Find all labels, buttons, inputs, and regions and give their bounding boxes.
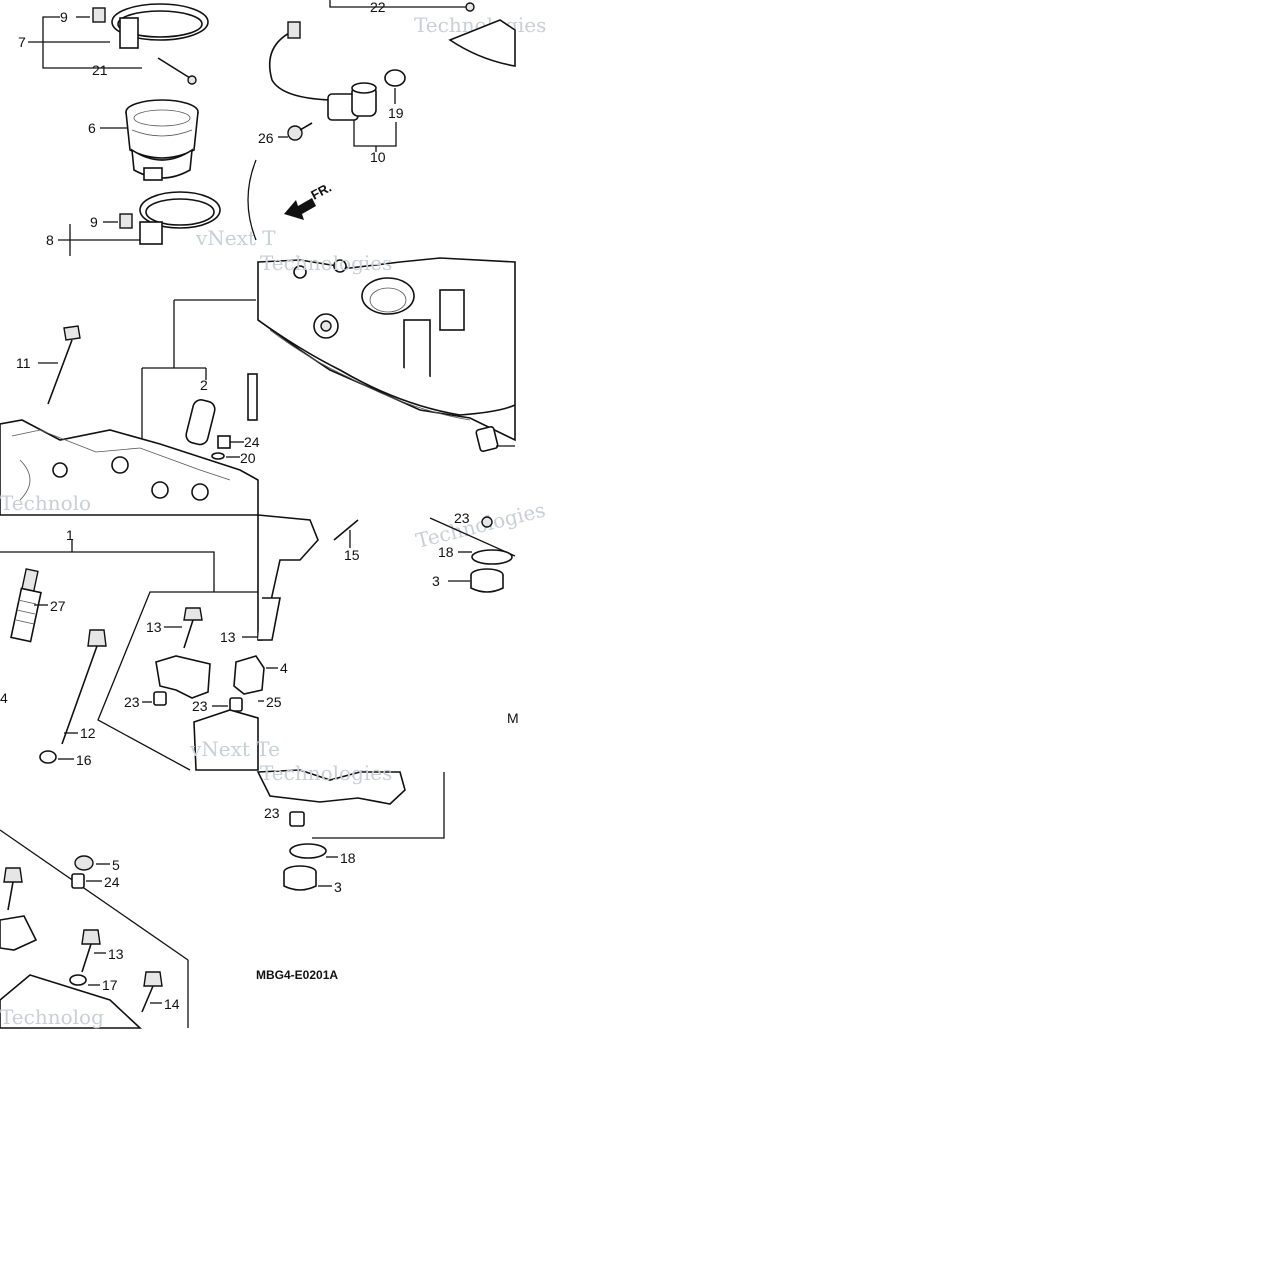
callout-4-right: 4 [280, 660, 288, 676]
intake-boot-part-6 [125, 99, 199, 181]
cam-holder-base-fragment [256, 769, 406, 805]
callout-8: 8 [46, 232, 54, 248]
cam-holder-part-4-right [233, 655, 265, 695]
watermark-vnext: vNext T [195, 226, 276, 250]
collar-part-3-bottom [283, 865, 317, 891]
bolt-part-26 [287, 125, 303, 141]
dowel-part-23-left [153, 691, 167, 706]
callout-22: 22 [370, 0, 386, 15]
dowel-part-24 [217, 435, 231, 449]
dowel-part-23-middle [229, 697, 243, 712]
callout-10: 10 [370, 149, 386, 165]
nut-part-9-lower [119, 213, 133, 229]
callout-27: 27 [50, 598, 66, 614]
bolt-part-13-lower [81, 929, 101, 973]
spark-plug-cap-part-2 [185, 399, 216, 446]
callout-7: 7 [18, 34, 26, 50]
tile-head-underside: Technologies [257, 251, 516, 453]
cylinder-head-casting [0, 419, 259, 516]
intake-port [361, 277, 415, 315]
drawing-code: MBG4-E0201A [256, 968, 338, 982]
callout-18-right: 18 [438, 544, 454, 560]
tile-bottom-collars: 23 18 3 MBG4-E0201A Technologies [256, 761, 445, 982]
tile-intake-boot: 9 7 21 6 9 8 vNext T [18, 3, 276, 256]
camshaft-cover-fragment [0, 974, 143, 1029]
front-direction-arrow: FR. [284, 180, 334, 220]
tile-sensor: 22 Technologies 19 26 10 FR. [247, 0, 546, 241]
watermark-tile-collars: Technologies [413, 498, 547, 553]
cover-fragment [448, 19, 516, 67]
bolt-part-13-left-edge [3, 867, 23, 911]
o-ring-part-18-right [471, 549, 513, 565]
head-gasket [257, 319, 516, 416]
watermark-tile-underside: Technologies [260, 251, 392, 275]
screw-part-21 [157, 57, 191, 79]
callout-9-top: 9 [60, 9, 68, 25]
speed-sensor-part-10 [327, 82, 377, 121]
callout-14: 14 [164, 996, 180, 1012]
callout-2: 2 [200, 377, 208, 393]
callout-19: 19 [388, 105, 404, 121]
callout-13-middle: 13 [220, 629, 236, 645]
callout-3-right: 3 [432, 573, 440, 589]
callout-13-upper: 13 [146, 619, 162, 635]
o-ring-part-19 [384, 69, 406, 87]
callout-4-left: 4 [0, 690, 8, 706]
long-bolt-part-11 [47, 325, 81, 405]
callout-23-middle: 23 [192, 698, 208, 714]
tile-cam-holder-right: 15 13 4 25 [220, 514, 360, 710]
stud-part-15 [333, 519, 359, 541]
tile-camshaft-holders: 1 27 4 12 16 13 23 [0, 527, 280, 771]
callout-3-bottom: 3 [334, 879, 342, 895]
callout-9-lower: 9 [90, 214, 98, 230]
callout-23-right: 23 [454, 510, 470, 526]
tile-collars: Technologies 23 18 3 M [413, 498, 547, 726]
callout-25: 25 [266, 694, 282, 710]
dowel-part-23-bottom [289, 811, 305, 827]
callout-18-bottom: 18 [340, 850, 356, 866]
spark-plug-part-27 [10, 568, 42, 643]
callout-23-bottom: 23 [264, 805, 280, 821]
plug-part-5 [74, 855, 94, 871]
bolt-part-13-upper [183, 607, 203, 649]
callout-M: M [507, 710, 519, 726]
callout-26: 26 [258, 130, 274, 146]
watermark-tile-head: Technolo [0, 491, 91, 515]
o-ring-part-18-bottom [289, 843, 327, 859]
cam-holder-part-4-left [155, 655, 211, 699]
callout-23-left: 23 [124, 694, 140, 710]
callout-11: 11 [16, 355, 31, 371]
callout-6: 6 [88, 120, 96, 136]
bolt-part-14 [141, 971, 163, 1013]
callout-21: 21 [92, 62, 108, 78]
callout-16: 16 [76, 752, 92, 768]
collar-part [475, 425, 499, 453]
collar-part-3-right [470, 568, 504, 593]
watermark-tile-cover: Technolog [0, 1005, 104, 1029]
callout-1: 1 [66, 527, 74, 543]
callout-15: 15 [344, 547, 360, 563]
washer-part-16 [39, 750, 57, 764]
long-bolt-part-12 [61, 629, 107, 745]
callout-20: 20 [240, 450, 256, 466]
sensor-cable [268, 29, 331, 101]
callout-24-upper: 24 [244, 434, 260, 450]
tile-head-cover-bolts: 5 24 13 17 14 Technolog [0, 829, 189, 1029]
callout-12: 12 [80, 725, 96, 741]
callout-17: 17 [102, 977, 118, 993]
dowel-part-24-lower [71, 873, 85, 889]
callout-24-lower: 24 [104, 874, 120, 890]
nut-part-9-top [92, 7, 106, 23]
callout-5: 5 [112, 857, 120, 873]
watermark-vnext-lower: vNext Te [189, 737, 280, 761]
washer-part-17 [69, 974, 87, 986]
callout-13-lower: 13 [108, 946, 124, 962]
tile-cylinder-head: 11 2 24 20 Technolo [0, 299, 260, 516]
washer-part-20 [211, 452, 225, 460]
watermark-tile-bottom: Technologies [260, 761, 392, 785]
